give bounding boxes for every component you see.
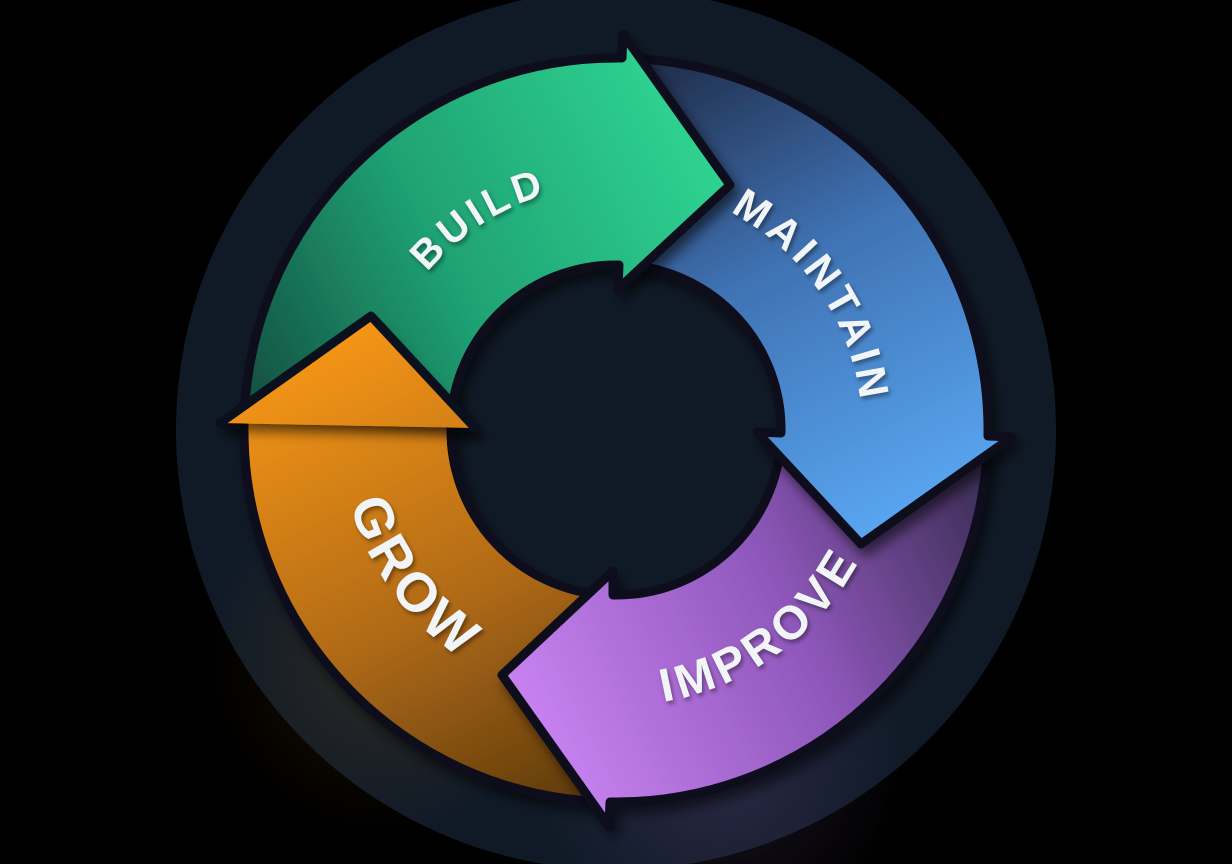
grow-arrow-head-overlap	[220, 316, 475, 428]
grow-arrow-head-outline	[215, 311, 480, 433]
